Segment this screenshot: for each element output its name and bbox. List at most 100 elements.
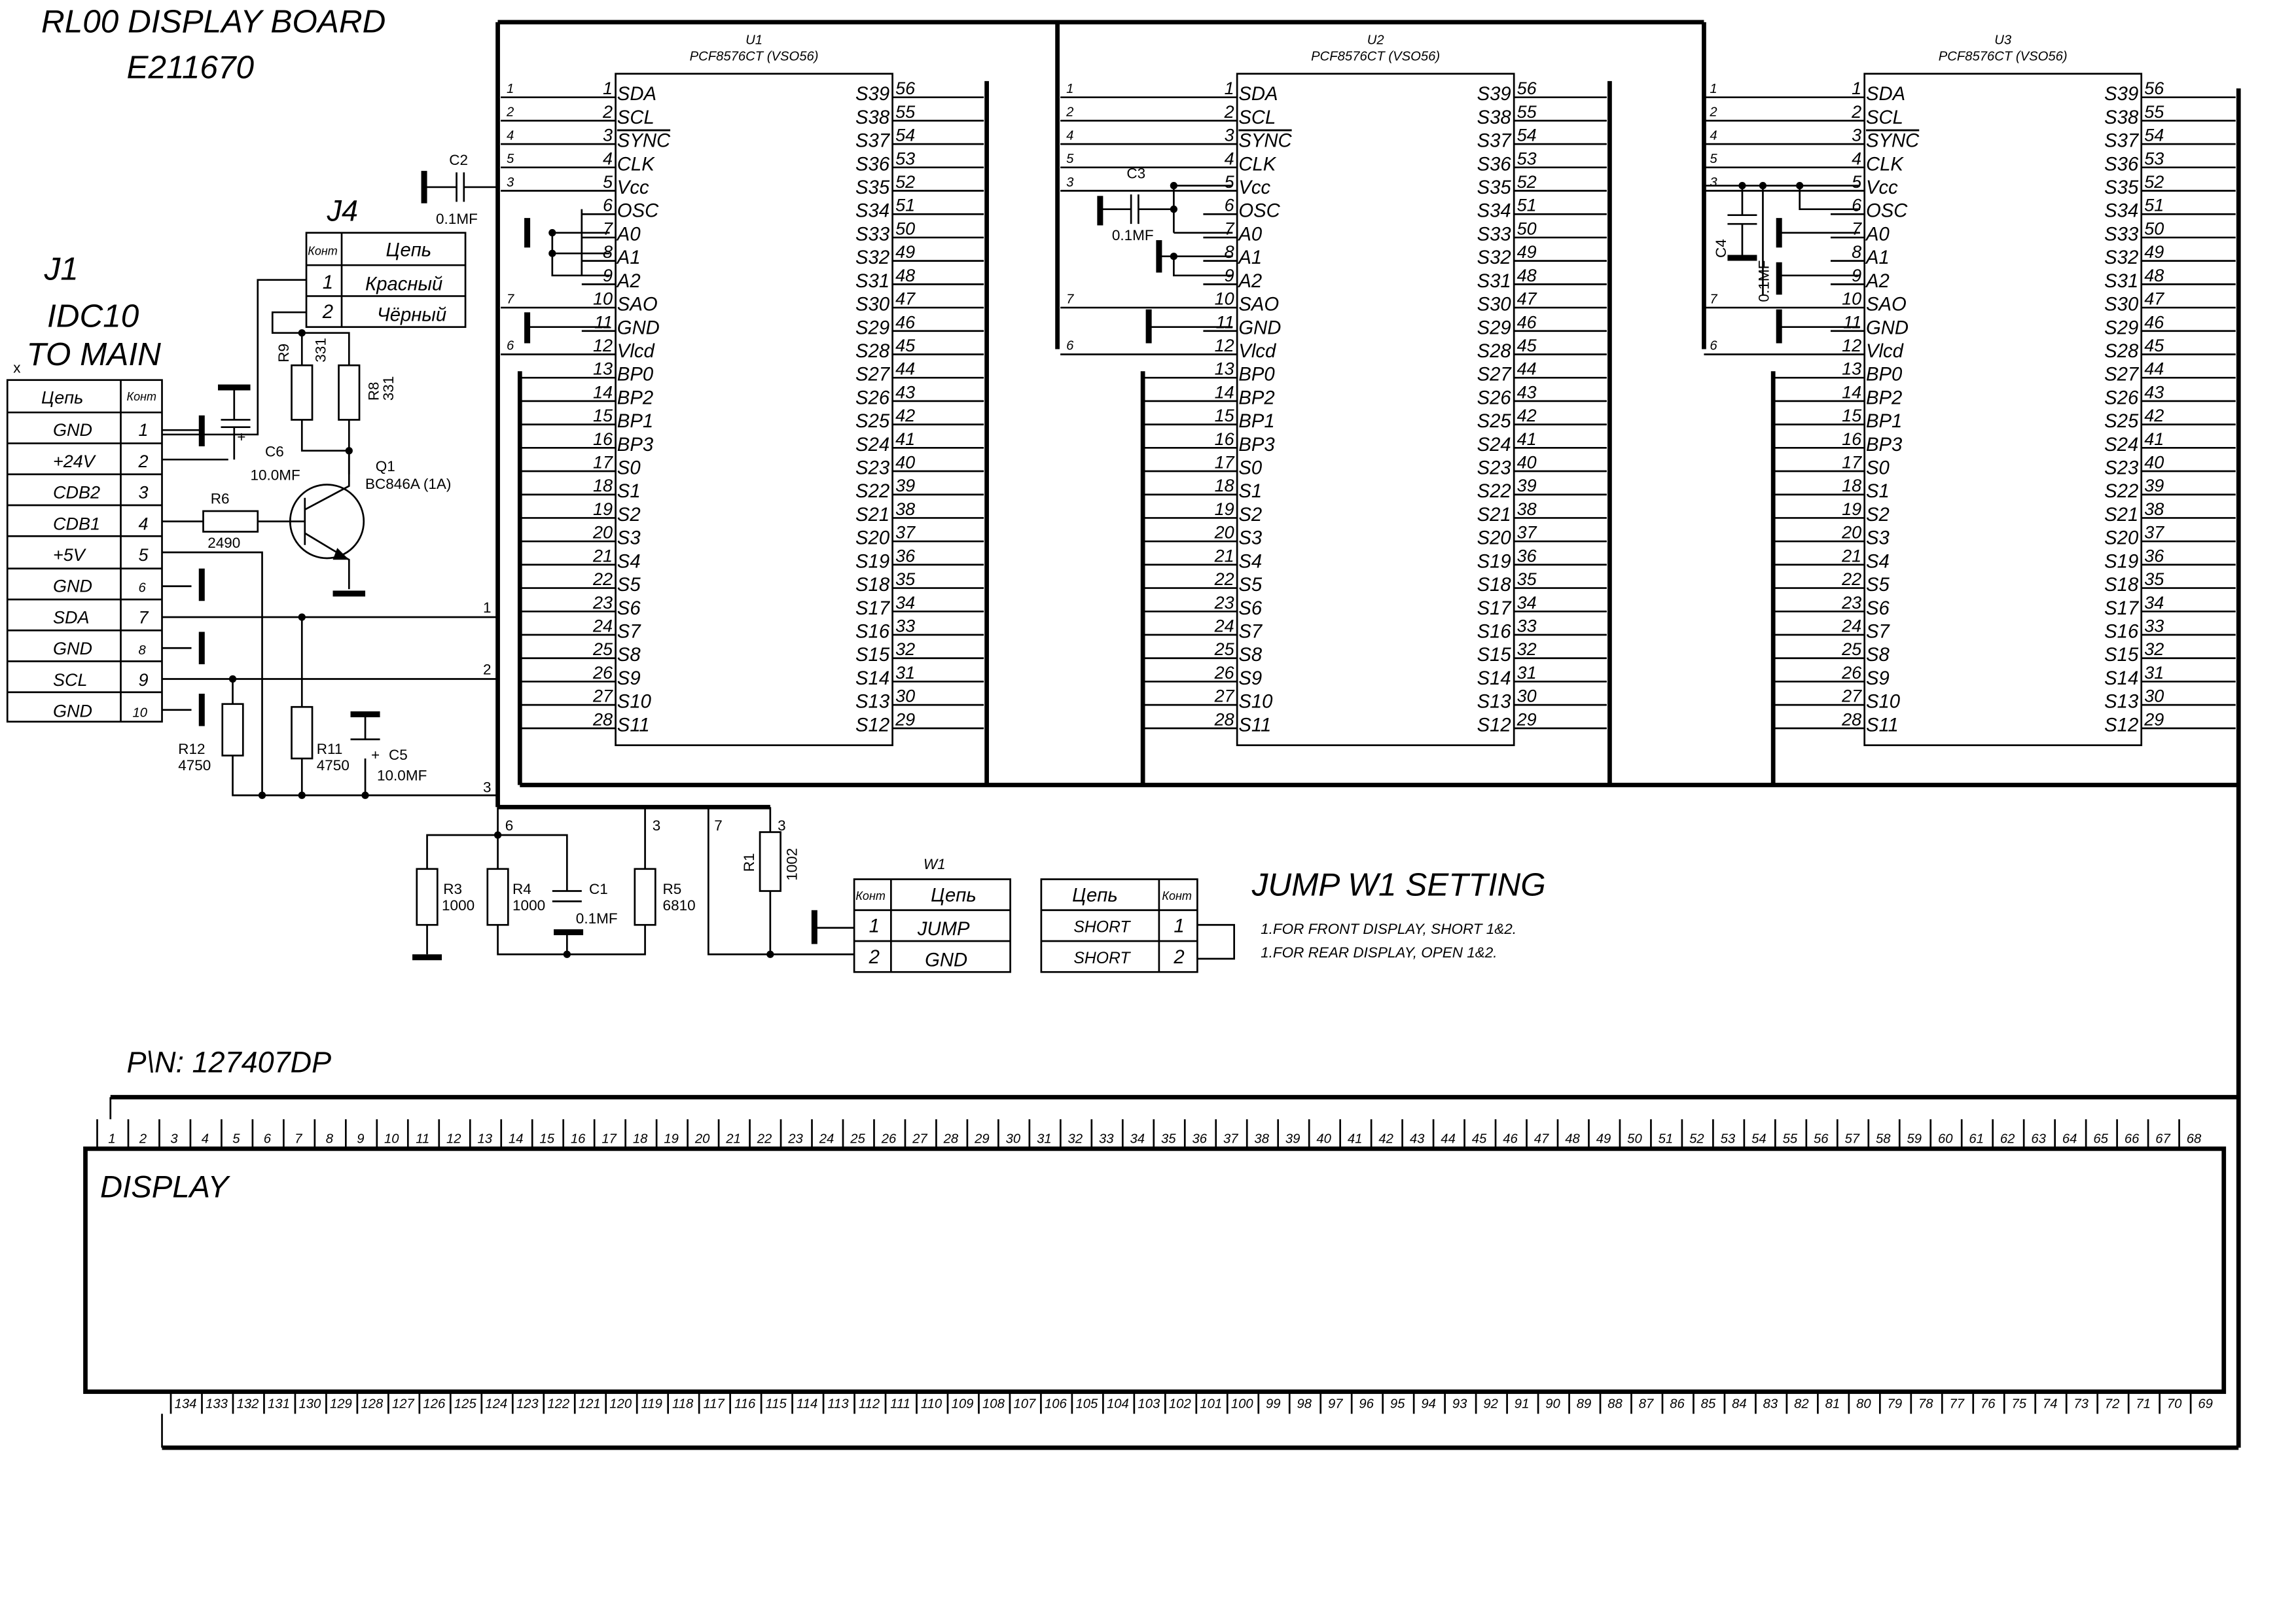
pin-name: S5	[1866, 575, 1890, 596]
display-pin-bottom: 72	[2105, 1397, 2120, 1411]
r3-value: 1000	[442, 897, 475, 914]
display-pin-top: 44	[1441, 1132, 1456, 1146]
pin-number: 28	[1214, 709, 1234, 729]
j1-pin: 10	[133, 706, 148, 721]
pin-name: S27	[2104, 365, 2140, 385]
pin-name: S37	[2104, 131, 2140, 152]
pin-number: 51	[2144, 196, 2164, 215]
pin-number: 34	[2144, 593, 2164, 613]
pin-number: 16	[1215, 429, 1235, 449]
connector-j4: J4 Конт Цепь 1 Красный 2 Чёрный	[305, 194, 467, 329]
pin-name: S31	[2104, 271, 2138, 292]
pin-number: 11	[594, 312, 613, 332]
j1-net: SCL	[53, 670, 88, 690]
pin-number: 31	[895, 663, 915, 683]
ext-pin-label: 7	[1066, 292, 1074, 306]
pin-name: A1	[1237, 247, 1262, 268]
display-pin-top: 38	[1254, 1132, 1269, 1146]
j1-pin: 5	[139, 545, 149, 565]
pin-name: BP2	[1238, 387, 1274, 408]
pin-name: S22	[2104, 481, 2138, 502]
display-pin-bottom: 104	[1107, 1397, 1129, 1411]
display-pin-top: 29	[974, 1132, 990, 1146]
jumper-w1: W1 Конт Цепь 1 JUMP 2 GND	[853, 856, 1011, 973]
r4-label: R4	[512, 881, 531, 897]
pin-name: S12	[1477, 715, 1511, 736]
display-pin-bottom: 118	[672, 1397, 694, 1411]
pin-name: S30	[1477, 294, 1512, 315]
pin-number: 6	[1225, 196, 1235, 215]
c3-value: 0.1MF	[1112, 227, 1154, 243]
pin-name: S36	[2104, 154, 2139, 175]
pin-name: BP1	[1866, 411, 1902, 432]
display-pin-bottom: 88	[1607, 1397, 1623, 1411]
pin-number: 15	[1842, 406, 1862, 425]
chip-part: PCF8576CT (VSO56)	[1311, 49, 1440, 63]
j1-net: GND	[53, 639, 92, 658]
display-pin-bottom: 84	[1732, 1397, 1747, 1411]
display-pin-top: 36	[1192, 1132, 1207, 1146]
pin-name: OSC	[1866, 201, 1908, 222]
pin-name: BP3	[1866, 435, 1903, 455]
pin-name: SCL	[1866, 107, 1903, 128]
display-pin-top: 9	[357, 1132, 364, 1146]
display-pin-top: 56	[1814, 1132, 1829, 1146]
display-pin-bottom: 100	[1231, 1397, 1254, 1411]
r6-label: R6	[211, 491, 230, 507]
display-pin-bottom: 123	[516, 1397, 539, 1411]
pin-name: S6	[617, 598, 641, 619]
pin-number: 38	[2144, 499, 2164, 519]
pin-name: S1	[1238, 481, 1262, 502]
pin-name: S19	[2104, 551, 2138, 572]
pin-number: 52	[895, 172, 915, 192]
pin-name: S25	[855, 411, 890, 432]
pin-name: BP3	[1238, 435, 1275, 455]
display-pin-top: 58	[1876, 1132, 1891, 1146]
pin-number: 5	[603, 172, 613, 192]
pin-name: S21	[2104, 505, 2138, 526]
pin-number: 24	[1841, 616, 1861, 636]
jumper-setting-table: Цепь Конт SHORT 1 SHORT 2 JUMP W1 SETTIN…	[1040, 866, 1546, 973]
document-number: E211670	[127, 49, 255, 85]
pin-number: 4	[1225, 149, 1234, 168]
pin-name: SCL	[1238, 107, 1276, 128]
pin-name: S0	[1238, 458, 1263, 479]
pin-name: S26	[855, 387, 890, 408]
pin-name: S32	[1477, 247, 1511, 268]
chip-decoupling: C3 0.1MF C4 0.1MF	[524, 165, 1860, 344]
w1-net-1: JUMP	[917, 919, 970, 940]
jumper-note-rear: 1.FOR REAR DISPLAY, OPEN 1&2.	[1261, 944, 1497, 961]
j1-pin: 6	[139, 581, 147, 596]
display-pin-top: 68	[2187, 1132, 2202, 1146]
pin-name: Vlcd	[617, 341, 656, 362]
pin-number: 3	[1225, 126, 1234, 145]
pin-number: 7	[603, 219, 613, 238]
display-pin-top: 12	[446, 1132, 461, 1146]
pin-number: 37	[2144, 523, 2164, 543]
pin-name: S13	[2104, 692, 2139, 713]
pin-name: SAO	[617, 294, 658, 315]
r12-label: R12	[178, 741, 205, 757]
pin-number: 8	[1225, 242, 1234, 262]
w1-pin-1: 1	[869, 916, 880, 937]
pin-name: S7	[1866, 622, 1891, 643]
display-pin-top: 24	[819, 1132, 834, 1146]
q1-label: Q1	[376, 458, 395, 474]
ext-pin-label: 3	[1710, 175, 1717, 190]
ext-pin-label: 1	[1066, 82, 1073, 96]
pin-name: S39	[2104, 84, 2138, 105]
pin-number: 44	[1517, 359, 1537, 379]
pin-name: S23	[855, 458, 890, 479]
display-pin-bottom: 132	[237, 1397, 259, 1411]
pin-name: S9	[1866, 668, 1890, 689]
net-7: 7	[714, 817, 723, 834]
resistor-r6	[202, 510, 259, 533]
resistor-r1	[759, 831, 781, 892]
jumper-header-net: Цепь	[1072, 885, 1118, 906]
pin-number: 7	[1225, 219, 1235, 238]
display-pin-top: 55	[1783, 1132, 1798, 1146]
pin-name: BP1	[1238, 411, 1274, 432]
pin-number: 35	[1517, 569, 1537, 589]
pin-name: SDA	[617, 84, 656, 105]
pin-name: S29	[2104, 317, 2138, 338]
